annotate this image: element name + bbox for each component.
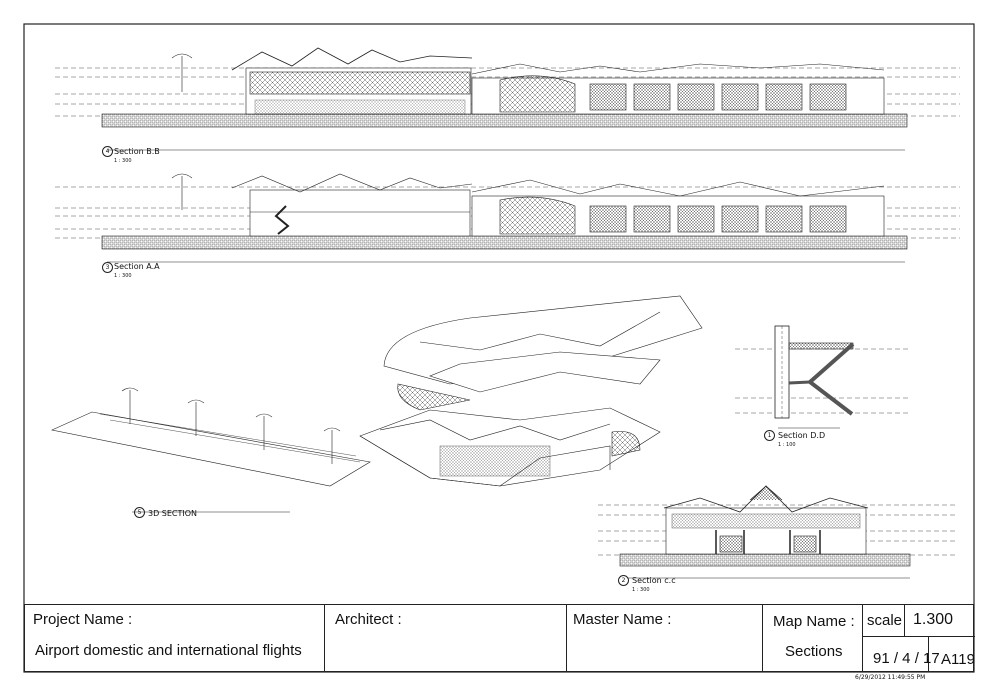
project-label: Project Name : <box>33 611 133 628</box>
architect-label: Architect : <box>335 611 402 628</box>
section-b-label: Section B.B 1 : 300 <box>114 141 160 164</box>
master-label: Master Name : <box>573 611 672 628</box>
section-d-scale: 1 : 100 <box>778 442 796 448</box>
section-d-number: 1 <box>764 430 775 441</box>
section-c-number: 2 <box>618 575 629 586</box>
section-a-scale: 1 : 300 <box>114 273 132 279</box>
project-cell: Project Name : Airport domestic and inte… <box>25 605 325 671</box>
section-b-elevation <box>55 47 960 151</box>
section-b-scale: 1 : 300 <box>114 158 132 164</box>
scale-cell: scale 1.300 91 / 4 / 17 A119 <box>863 605 975 671</box>
section-a-label: Section A.A 1 : 300 <box>114 256 160 279</box>
section-d-stair-detail <box>735 325 910 429</box>
map-cell: Map Name : Sections <box>763 605 863 671</box>
scale-label-box: scale <box>863 605 905 637</box>
map-value: Sections <box>785 643 843 660</box>
section-c-label: Section c.c 1 : 300 <box>632 570 676 593</box>
section-b-number: 4 <box>102 146 113 157</box>
section-d-label: Section D.D 1 : 100 <box>778 425 825 448</box>
section-b-title: Section B.B <box>114 147 160 156</box>
scale-row: scale 1.300 <box>863 605 975 637</box>
title-block: Project Name : Airport domestic and inte… <box>24 604 975 672</box>
section-3d-label: 3D SECTION <box>148 503 197 521</box>
sheet-number: A119 <box>941 651 975 668</box>
section-d-title: Section D.D <box>778 431 826 440</box>
date-value: 91 / 4 / 17 <box>873 650 940 667</box>
scale-value: 1.300 <box>913 611 954 628</box>
section-a-elevation <box>55 173 960 263</box>
map-label: Map Name : <box>773 613 855 630</box>
section-3d-title: 3D SECTION <box>148 509 198 518</box>
3d-section-view <box>51 295 703 513</box>
section-3d-number: 5 <box>134 507 145 518</box>
date-box: 91 / 4 / 17 <box>863 637 940 671</box>
section-c-title: Section c.c <box>632 576 676 585</box>
section-a-title: Section A.A <box>114 262 160 271</box>
section-a-number: 3 <box>102 262 113 273</box>
print-timestamp: 6/29/2012 11:49:55 PM <box>855 674 926 681</box>
scale-label: scale <box>867 612 903 629</box>
master-cell: Master Name : <box>567 605 763 671</box>
project-value: Airport domestic and international fligh… <box>35 642 302 659</box>
section-c-scale: 1 : 300 <box>632 587 650 593</box>
architect-cell: Architect : <box>325 605 567 671</box>
section-c-elevation <box>598 485 958 579</box>
